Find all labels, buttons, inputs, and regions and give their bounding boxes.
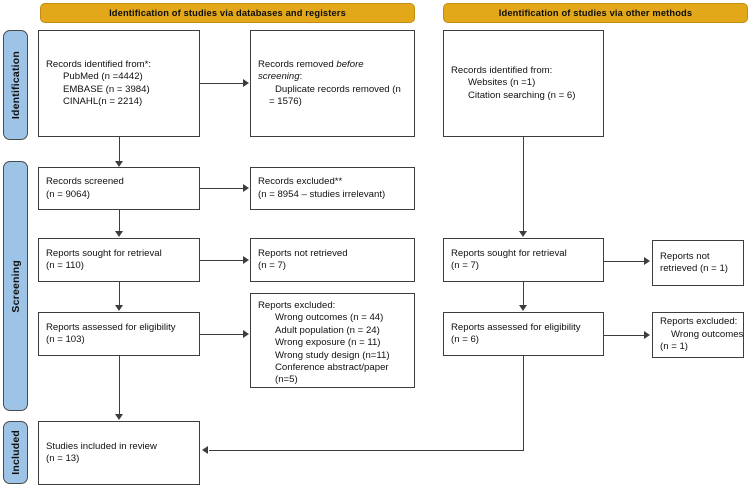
box-records-removed-before-screening: Records removed before screening: Duplic… — [250, 30, 415, 137]
reports-sought-title: Reports sought for retrieval — [46, 247, 162, 259]
reports-not-retrieved-count: (n = 7) — [258, 260, 286, 271]
arrowhead-other-sought-to-not-retrieved — [644, 257, 650, 265]
records-identified-title: Records identified from*: — [46, 58, 152, 70]
box-reports-excluded-other: Reports excluded: Wrong outcomes (n = 1) — [652, 312, 744, 358]
records-removed-item-duplicates: Duplicate records removed (n — [275, 83, 401, 95]
connector-screened-to-sought — [119, 210, 121, 231]
reports-assessed-count: (n = 103) — [46, 334, 85, 345]
arrowhead-other-identified-to-sought — [519, 231, 527, 237]
arrowhead-identified-to-screened — [115, 161, 123, 167]
reports-excluded-reason-wrong-exposure: Wrong exposure (n = 11) — [275, 337, 381, 349]
other-assessed-title: Reports assessed for eligibility — [451, 321, 581, 333]
arrowhead-sought-to-not-retrieved — [243, 256, 249, 264]
box-reports-not-retrieved-other: Reports not retrieved (n = 1) — [652, 240, 744, 286]
arrowhead-screened-to-excluded — [243, 184, 249, 192]
banner-other-methods: Identification of studies via other meth… — [443, 3, 748, 23]
connector-other-identified-to-sought — [523, 137, 525, 231]
connector-other-assessed-to-excluded — [604, 335, 644, 337]
box-records-screened: Records screened (n = 9064) — [38, 167, 200, 210]
reports-excluded-reason-conference-abstract: Conference abstract/paper — [275, 362, 389, 374]
records-removed-title-line2-post: : — [299, 71, 303, 83]
box-reports-sought-other: Reports sought for retrieval (n = 7) — [443, 238, 604, 282]
banner-databases-label: Identification of studies via databases … — [109, 8, 346, 18]
connector-sought-to-not-retrieved — [200, 260, 243, 262]
other-sought-count: (n = 7) — [451, 260, 479, 271]
phase-bar-identification: Identification — [3, 30, 28, 140]
phase-bar-included: Included — [3, 421, 28, 484]
box-reports-sought-databases: Reports sought for retrieval (n = 110) — [38, 238, 200, 282]
other-excluded-count: (n = 1) — [660, 341, 688, 353]
connector-other-sought-to-assessed — [523, 282, 525, 305]
box-records-excluded: Records excluded** (n = 8954 – studies i… — [250, 167, 415, 210]
records-identified-item-pubmed: PubMed (n =4442) — [63, 71, 143, 83]
arrowhead-sought-to-assessed — [115, 305, 123, 311]
connector-sought-to-assessed — [119, 282, 121, 305]
arrowhead-other-assessed-to-included — [202, 446, 208, 454]
connector-assessed-to-included — [119, 356, 121, 414]
reports-excluded-reason-adult-population: Adult population (n = 24) — [275, 324, 380, 336]
banner-databases-registers: Identification of studies via databases … — [40, 3, 415, 23]
box-studies-included: Studies included in review (n = 13) — [38, 421, 200, 485]
arrowhead-assessed-to-included — [115, 414, 123, 420]
reports-excluded-reason-conference-abstract-count: (n=5) — [275, 374, 298, 386]
phase-label-identification: Identification — [9, 50, 22, 120]
banner-other-label: Identification of studies via other meth… — [498, 8, 693, 18]
records-identified-item-embase: EMBASE (n = 3984) — [63, 83, 150, 95]
records-removed-title-line2: screening: — [258, 71, 407, 83]
phase-bar-screening: Screening — [3, 161, 28, 411]
other-excluded-title: Reports excluded: — [660, 316, 738, 328]
records-excluded-count: (n = 8954 – studies irrelevant) — [258, 188, 386, 200]
box-reports-assessed-other: Reports assessed for eligibility (n = 6) — [443, 312, 604, 356]
reports-assessed-title: Reports assessed for eligibility — [46, 321, 176, 333]
arrowhead-other-sought-to-assessed — [519, 305, 527, 311]
records-removed-title-line2-italic: screening — [258, 71, 300, 83]
reports-excluded-title: Reports excluded: — [258, 300, 336, 311]
arrowhead-assessed-to-excluded — [243, 330, 249, 338]
reports-excluded-reason-wrong-outcomes: Wrong outcomes (n = 44) — [275, 312, 384, 324]
records-screened-title: Records screened — [46, 176, 124, 188]
connector-identified-to-removed — [200, 83, 243, 85]
other-sought-title: Reports sought for retrieval — [451, 247, 567, 259]
records-removed-title-italic: before — [336, 58, 364, 70]
records-removed-item-duplicates-count: = 1576) — [269, 95, 302, 107]
records-screened-count: (n = 9064) — [46, 188, 91, 200]
connector-other-sought-to-not-retrieved — [604, 261, 644, 263]
box-reports-assessed-databases: Reports assessed for eligibility (n = 10… — [38, 312, 200, 356]
other-excluded-reason: Wrong outcomes — [671, 328, 744, 340]
box-reports-excluded-databases: Reports excluded: Wrong outcomes (n = 44… — [250, 293, 415, 388]
connector-other-assessed-to-included-vertical — [523, 356, 525, 451]
other-identified-item-websites: Websites (n =1) — [468, 77, 536, 89]
reports-sought-count: (n = 110) — [46, 260, 84, 271]
reports-not-retrieved-title: Reports not retrieved — [258, 247, 348, 259]
arrowhead-other-assessed-to-excluded — [644, 331, 650, 339]
records-excluded-title: Records excluded** — [258, 176, 343, 188]
studies-included-title: Studies included in review — [46, 440, 157, 452]
other-assessed-count: (n = 6) — [451, 334, 479, 345]
records-removed-title-pre: Records removed — [258, 58, 337, 70]
box-records-identified-other: Records identified from: Websites (n =1)… — [443, 30, 604, 137]
box-reports-not-retrieved-databases: Reports not retrieved (n = 7) — [250, 238, 415, 282]
connector-screened-to-excluded — [200, 188, 243, 190]
arrowhead-identified-to-removed — [243, 79, 249, 87]
phase-label-included: Included — [9, 430, 22, 475]
connector-identified-to-screened — [119, 137, 121, 161]
other-identified-item-citation-searching: Citation searching (n = 6) — [468, 89, 576, 101]
other-not-retrieved-count: retrieved (n = 1) — [660, 263, 728, 274]
connector-assessed-to-excluded — [200, 334, 243, 336]
box-records-identified-databases: Records identified from*: PubMed (n =444… — [38, 30, 200, 137]
phase-label-screening: Screening — [9, 259, 22, 313]
connector-other-assessed-to-included-horizontal — [209, 450, 524, 452]
arrowhead-screened-to-sought — [115, 231, 123, 237]
reports-excluded-reason-wrong-study-design: Wrong study design (n=11) — [275, 349, 390, 361]
other-not-retrieved-title: Reports not — [660, 250, 710, 262]
records-identified-item-cinahl: CINAHL(n = 2214) — [63, 95, 143, 107]
other-identified-title: Records identified from: — [451, 64, 553, 76]
studies-included-count: (n = 13) — [46, 453, 80, 464]
records-removed-title: Records removed before — [258, 59, 407, 71]
